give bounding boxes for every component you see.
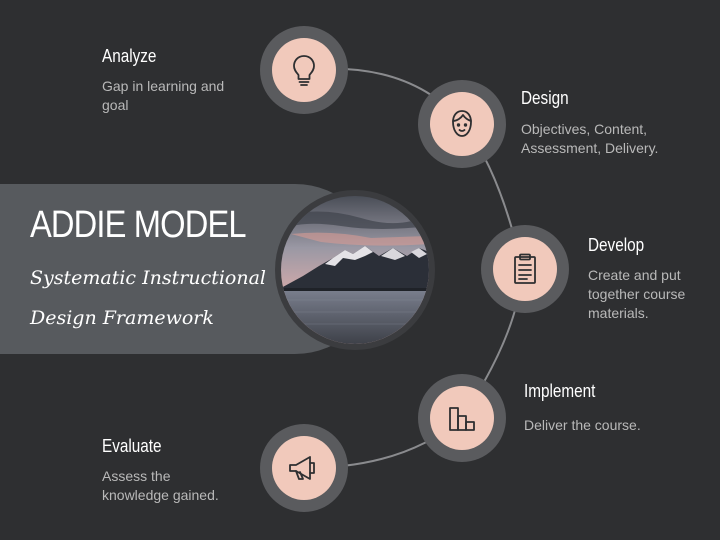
step-design-label: Design bbox=[521, 88, 569, 108]
step-develop-description-line2: together course bbox=[588, 286, 686, 302]
person-icon bbox=[452, 110, 472, 137]
step-design-description-line2: Assessment, Delivery. bbox=[521, 140, 659, 156]
step-implement-description-line1: Deliver the course. bbox=[524, 417, 641, 433]
step-design-description-line1: Objectives, Content, bbox=[521, 121, 648, 137]
step-analyze-node bbox=[260, 26, 348, 114]
step-analyze-description-line1: Gap in learning and bbox=[102, 78, 225, 94]
step-analyze-description-line2: goal bbox=[102, 97, 129, 113]
step-design-node bbox=[418, 80, 506, 168]
step-implement-label: Implement bbox=[524, 381, 596, 401]
step-analyze-label: Analyze bbox=[102, 46, 157, 66]
step-develop-description-line3: materials. bbox=[588, 305, 649, 321]
megaphone-icon bbox=[289, 456, 315, 480]
mountain-lake-photo bbox=[281, 196, 429, 344]
step-evaluate-label: Evaluate bbox=[102, 436, 162, 456]
step-develop-node bbox=[481, 225, 569, 313]
step-develop-label: Develop bbox=[588, 235, 645, 255]
page-title: ADDIE MODEL bbox=[30, 204, 247, 246]
clipboard-icon bbox=[514, 253, 536, 284]
step-evaluate-node bbox=[260, 424, 348, 512]
step-implement-node bbox=[418, 374, 506, 462]
step-develop-description-line1: Create and put bbox=[588, 267, 681, 283]
step-evaluate-description-line2: knowledge gained. bbox=[102, 487, 219, 503]
lightbulb-icon bbox=[293, 55, 315, 86]
page-subtitle-line1: Systematic Instructional bbox=[30, 267, 266, 289]
bar-chart-icon bbox=[449, 407, 475, 431]
page-subtitle-line2: Design Framework bbox=[30, 307, 214, 329]
step-evaluate-description-line1: Assess the bbox=[102, 468, 171, 484]
